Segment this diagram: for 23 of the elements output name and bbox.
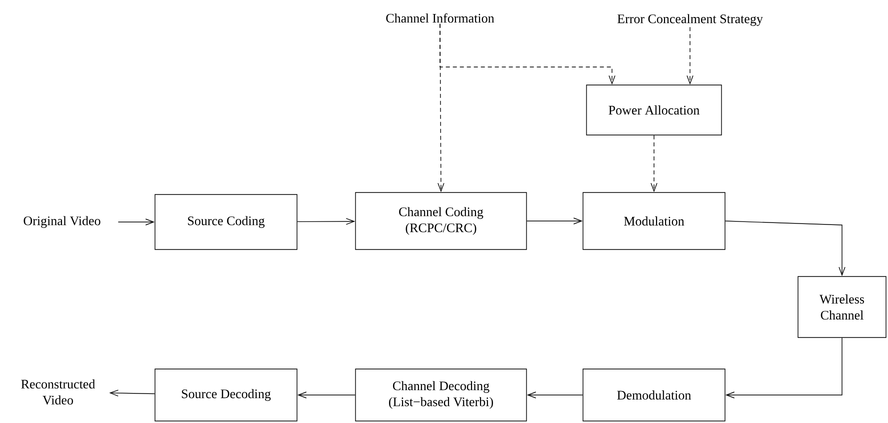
- arrow: [297, 392, 356, 398]
- arrow: [526, 392, 583, 398]
- arrow: [650, 135, 658, 192]
- arrow: [686, 26, 694, 85]
- node-text: Original Video: [24, 216, 100, 228]
- arrow: [297, 218, 356, 225]
- block-box: Channel Coding (RCPC/CRC): [355, 192, 527, 250]
- node-text: Reconstructed Video: [21, 379, 96, 405]
- block-box: Modulation: [582, 192, 726, 250]
- arrow: [526, 218, 583, 224]
- block-box: Wireless Channel: [798, 276, 886, 338]
- block-box: Source Coding: [154, 194, 298, 250]
- arrow: [109, 390, 155, 396]
- arrow: [440, 23, 616, 85]
- node-text: Channel Information: [386, 13, 494, 23]
- arrow: [118, 218, 155, 226]
- arrow: [725, 220, 846, 276]
- block-box: Source Decoding: [154, 368, 298, 422]
- arrow: [725, 338, 842, 398]
- node-text: Error Concealment Strategy: [617, 14, 763, 26]
- block-box: Channel Decoding (List−based Viterbi): [355, 368, 527, 422]
- block-box: Demodulation: [582, 368, 726, 422]
- block-box: Power Allocation: [586, 84, 722, 136]
